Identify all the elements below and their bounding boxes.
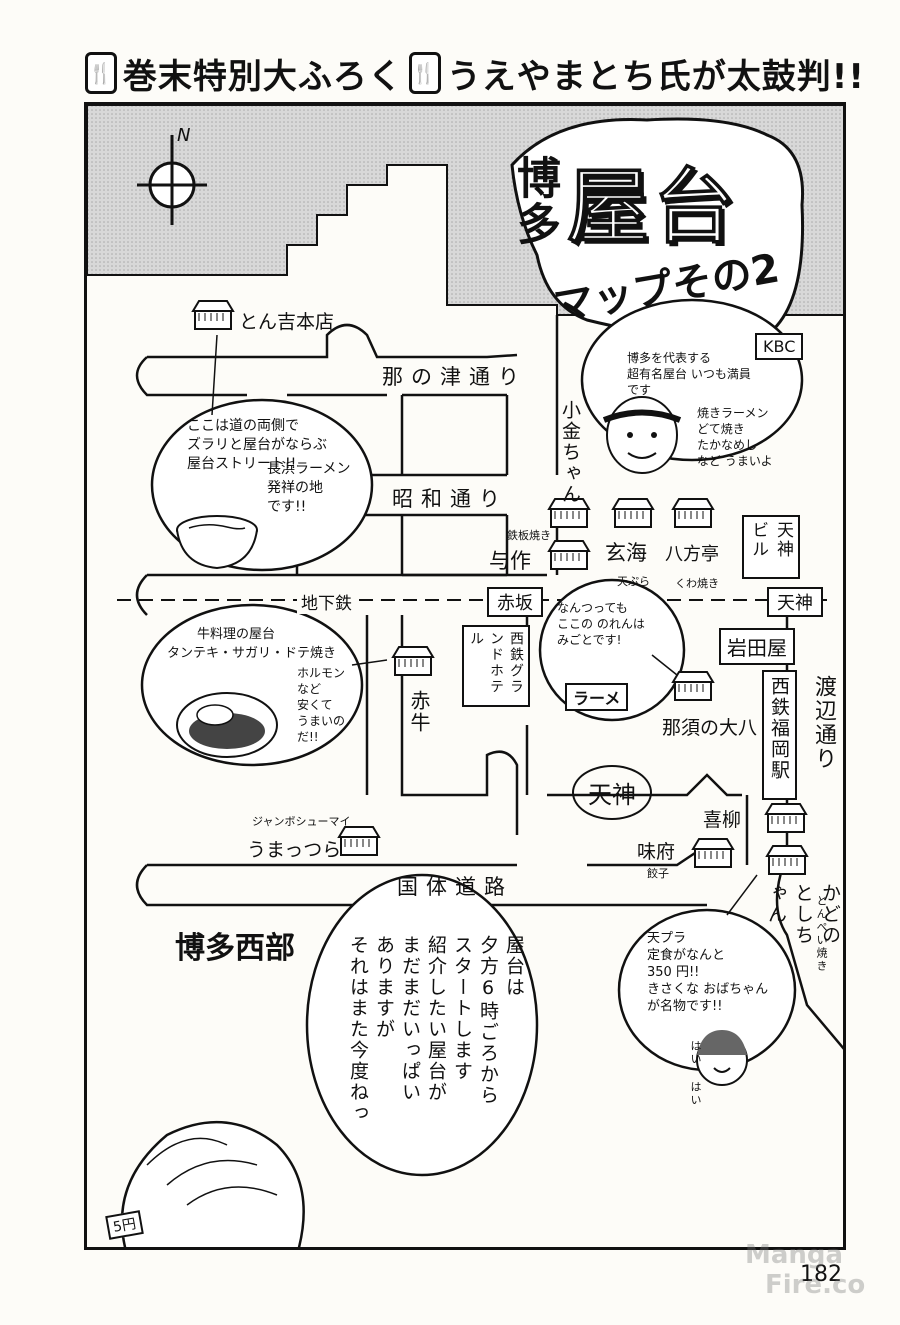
stall-nasunoohachi: 那須の大八	[662, 717, 758, 739]
iwataya-building: 岩田屋	[719, 628, 795, 665]
watermark-top: Manga	[745, 1240, 844, 1270]
road-kokutai: 国体道路	[397, 875, 513, 899]
header-left-title: 巻末特別大ふろく	[122, 56, 403, 97]
road-subway: 地下鉄	[297, 589, 356, 614]
watermark: Manga Fire.co	[745, 1240, 895, 1300]
ramen-bowl-drawing	[176, 515, 258, 570]
road-watanabe: 渡辺通り	[811, 675, 836, 771]
bubble-street: ここは道の両側でズラリと屋台がならぶ屋台ストリート!!	[187, 418, 327, 472]
fork-knife-icon: 🍴	[85, 52, 117, 94]
stall-icon	[547, 540, 591, 570]
map-frame: 博多 屋台 マップその2 N KBC 那の津通り 昭和通り 地下鉄 国体道路 渡…	[84, 102, 846, 1250]
nishitetsu-grand-hotel: 西鉄グランドホテル	[462, 625, 530, 707]
bubble-closing: 屋台は 夕方6時ごろから スタートします 紹介したい屋台が まだまだいっぱい あ…	[347, 935, 525, 1124]
road-showa: 昭和通り	[392, 487, 508, 511]
area-tenjin: 天神	[572, 765, 652, 820]
bubble-noren: なんつってもここの のれんはみごとです!	[557, 601, 645, 647]
stall-genkai: 玄海	[605, 541, 647, 565]
bubble-horumon: ホルモンなど安くてうまいのだ!!	[297, 666, 346, 744]
note-teppanyaki: 鉄板焼き	[507, 529, 551, 542]
compass-icon	[137, 135, 207, 225]
stall-icon	[611, 498, 655, 528]
stall-icon	[671, 671, 715, 701]
stall-yosaku: 与作	[489, 549, 531, 573]
stall-icon	[191, 300, 235, 330]
bubble-kogane-note: 博多を代表する超有名屋台 いつも満員です	[627, 351, 751, 397]
map-drawing	[87, 105, 843, 1247]
stall-icon	[391, 646, 435, 676]
bubble-closing-shape	[305, 873, 539, 1177]
note-gyoza: 餃子	[647, 867, 669, 880]
header-right-title: うえやまとち氏が太鼓判!!	[446, 56, 865, 97]
beef-plate-drawing	[176, 692, 278, 758]
obachan-speech: はい はい	[689, 1040, 702, 1107]
kbc-building: KBC	[755, 333, 804, 360]
stall-kiryu: 喜柳	[703, 809, 742, 831]
noren-sign: ラーメ	[565, 683, 629, 711]
stall-umakkora: うまっつら	[247, 839, 342, 861]
title-bubble	[510, 117, 805, 340]
stall-icon	[671, 498, 715, 528]
tenjin-building: 天神ビル	[742, 515, 800, 579]
stall-kogane: 小金ちゃん	[559, 400, 581, 505]
stall-kadono: かどのとしちゃん	[765, 883, 841, 946]
nishitetsu-fukuoka-station: 西鉄福岡駅	[762, 670, 797, 800]
stall-happotei: 八方亭	[665, 544, 719, 565]
kogane-owner-drawing	[602, 396, 682, 474]
character-drawing	[120, 1120, 305, 1247]
stall-icon	[764, 803, 808, 833]
stall-ajifu: 味府	[637, 841, 676, 863]
bubble-kogane-menu: 焼きラーメンどて焼きたかなめしなど うまいよ	[697, 406, 773, 468]
compass-label: N	[177, 125, 191, 146]
stall-icon	[765, 845, 809, 875]
title-city: 博多	[509, 155, 560, 247]
title-main: 屋台	[566, 160, 740, 256]
stall-icon	[337, 826, 381, 856]
fork-knife-icon: 🍴	[408, 52, 441, 94]
road-nanotsu: 那の津通り	[382, 365, 527, 389]
note-tempura: 天ぷら	[617, 575, 650, 588]
page-number: 182	[800, 1262, 842, 1287]
stall-icon	[547, 498, 591, 528]
header-banner: 🍴 巻末特別大ふろく 🍴 うえやまとち氏が太鼓判!!	[85, 48, 864, 98]
station-akasaka: 赤坂	[487, 587, 543, 617]
obachan-drawing	[696, 1030, 748, 1086]
bubble-beef: 牛料理の屋台タンテキ・サガリ・ドテ焼き	[167, 627, 337, 661]
stall-tonkichi: とん吉本店	[239, 311, 335, 333]
stall-akagyu: 赤牛	[407, 690, 431, 734]
bubble-nagahama: 長浜ラーメン発祥の地です!!	[267, 461, 351, 515]
note-kuwayaki: くわ焼き	[675, 577, 719, 590]
note-jumbo-shumai: ジャンボシューマイ	[252, 815, 351, 828]
area-hakata-seibu: 博多西部	[175, 931, 295, 966]
station-tenjin: 天神	[767, 587, 823, 617]
stall-icon	[691, 838, 735, 868]
watermark-bottom: Fire.co	[765, 1270, 866, 1300]
note-tonpei: とんぺい焼き	[815, 895, 828, 973]
